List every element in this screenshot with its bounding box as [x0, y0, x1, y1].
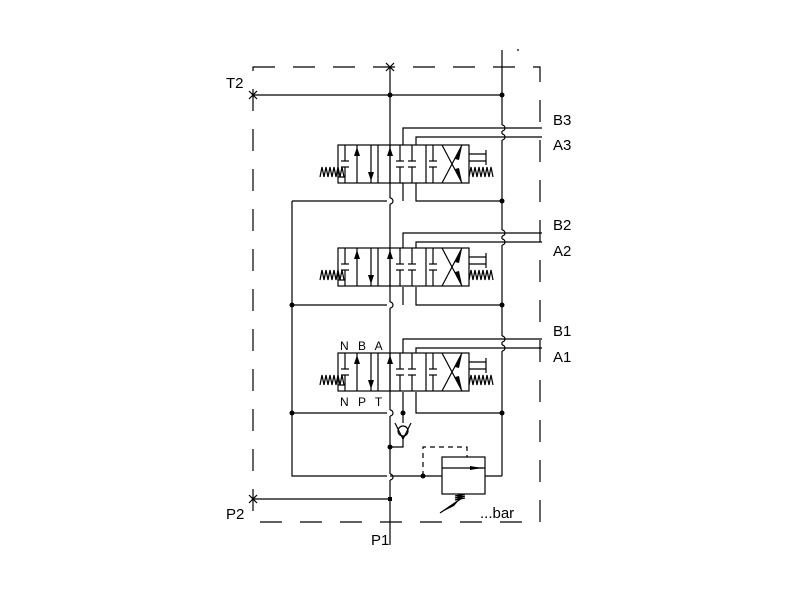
port-label-b2: B2	[553, 217, 571, 234]
spring-right-icon	[468, 166, 494, 178]
pressure-relief-valve	[390, 446, 502, 514]
return-line-left	[289, 200, 387, 477]
port-label-a2: A2	[553, 243, 571, 260]
block-boundary	[252, 66, 541, 523]
spring-left-icon	[319, 374, 345, 386]
tank-line-t2	[248, 90, 505, 100]
spring-right-icon	[468, 374, 494, 386]
port-label-b1: B1	[553, 323, 571, 340]
port-label-p2: P2	[226, 506, 244, 523]
pressure-line-p1	[389, 67, 394, 545]
check-valve	[387, 413, 412, 450]
port-label-p1: P1	[371, 532, 389, 549]
valve-bottom-port-labels: N P T	[340, 395, 385, 409]
directional-valve-section-1	[319, 352, 494, 392]
port-label-a1: A1	[553, 349, 571, 366]
plug-marker-top	[385, 62, 395, 72]
valve-top-port-labels: N B A	[340, 339, 386, 353]
port-label-a3: A3	[553, 137, 571, 154]
port-label-b3: B3	[553, 112, 571, 129]
spring-left-icon	[319, 166, 345, 178]
work-port-lines	[400, 127, 542, 416]
pressure-line-p2	[248, 494, 392, 504]
directional-valve-section-3	[319, 144, 494, 184]
directional-valve-section-2	[319, 247, 494, 287]
spring-right-icon	[468, 269, 494, 281]
port-label-t2: T2	[226, 75, 244, 92]
relief-setting-label: ...bar	[480, 505, 514, 522]
spring-left-icon	[319, 269, 345, 281]
